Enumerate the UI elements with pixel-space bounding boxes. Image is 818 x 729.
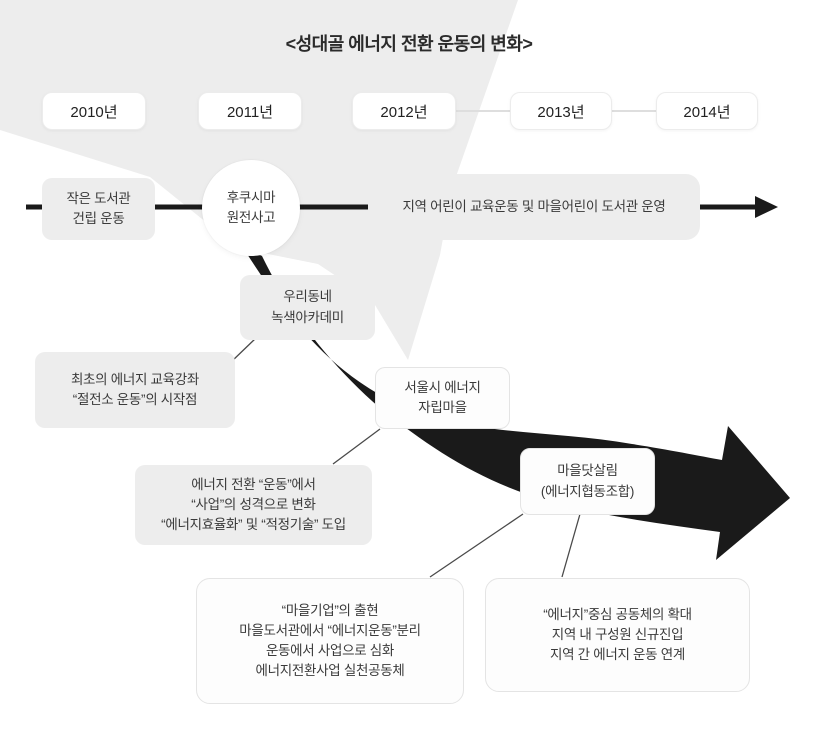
annotation-energy-community: “에너지”중심 공동체의 확대 지역 내 구성원 신규진입 지역 간 에너지 운… bbox=[485, 578, 750, 692]
node-maeuldat: 마을닷살림 (에너지협동조합) bbox=[520, 448, 655, 515]
year-pill-2013: 2013년 bbox=[510, 92, 612, 130]
year-pill-2010: 2010년 bbox=[42, 92, 146, 130]
connector-seoul-transition bbox=[332, 428, 381, 465]
year-pill-2011: 2011년 bbox=[198, 92, 302, 130]
connector-maeuldat-community bbox=[561, 513, 581, 578]
node-green-academy: 우리동네 녹색아카데미 bbox=[240, 275, 375, 340]
node-regional-children: 지역 어린이 교육운동 및 마을어린이 도서관 운영 bbox=[368, 174, 700, 240]
annotation-first-course: 최초의 에너지 교육강좌 “절전소 운동”의 시작점 bbox=[35, 352, 235, 428]
annotation-village-enterprise: “마을기업”의 출현 마을도서관에서 “에너지운동”분리 운동에서 사업으로 심… bbox=[196, 578, 464, 704]
timeline-arrowhead bbox=[755, 196, 778, 218]
annotation-transition: 에너지 전환 “운동”에서 “사업”의 성격으로 변화 “에너지효율화” 및 “… bbox=[135, 465, 372, 545]
node-small-library: 작은 도서관 건립 운동 bbox=[42, 178, 155, 240]
connector-maeuldat-enterprise bbox=[429, 513, 524, 578]
node-fukushima-circle: 후쿠시마 원전사고 bbox=[202, 160, 300, 256]
year-pill-2012: 2012년 bbox=[352, 92, 456, 130]
node-seoul-energy: 서울시 에너지 자립마을 bbox=[375, 367, 510, 429]
diagram-title: <성대골 에너지 전환 운동의 변화> bbox=[285, 34, 533, 54]
year-pill-2014: 2014년 bbox=[656, 92, 758, 130]
